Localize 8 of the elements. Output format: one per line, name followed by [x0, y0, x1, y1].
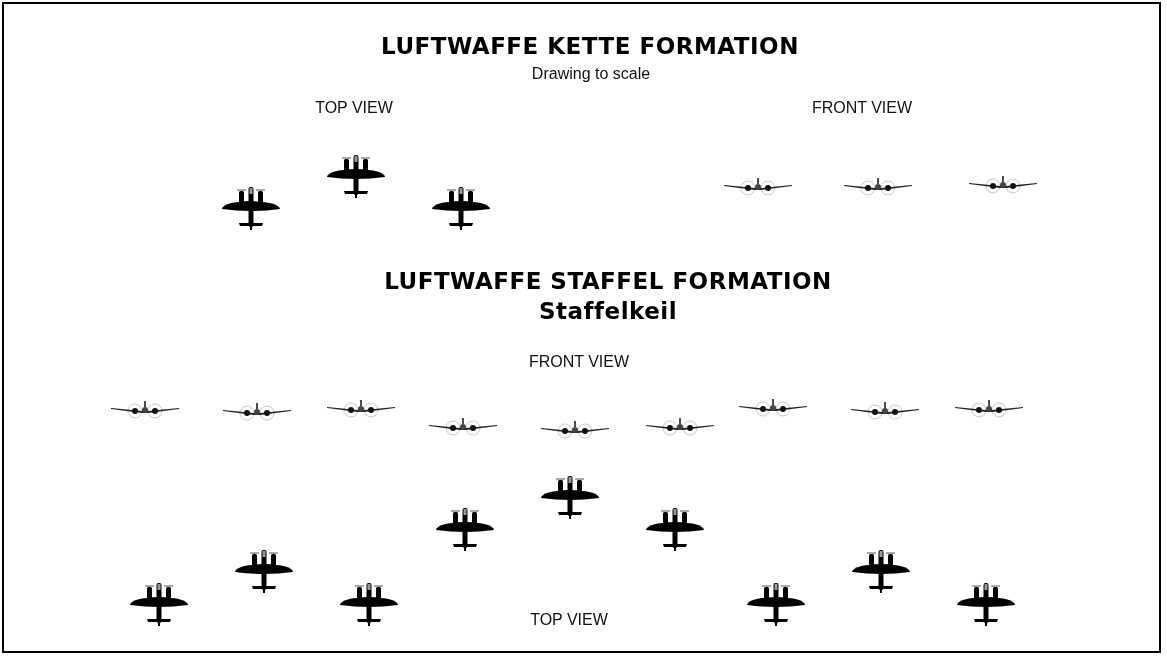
heading: LUFTWAFFE STAFFEL FORMATION [384, 268, 832, 294]
subheading: Staffelkeil [538, 298, 678, 324]
view-label: TOP VIEW [315, 99, 393, 117]
view-label: FRONT VIEW [811, 99, 913, 117]
view-label: FRONT VIEW [528, 353, 630, 371]
view-label: Drawing to scale [531, 65, 651, 83]
view-label: TOP VIEW [530, 611, 608, 629]
title: LUFTWAFFE KETTE FORMATION [381, 33, 799, 59]
